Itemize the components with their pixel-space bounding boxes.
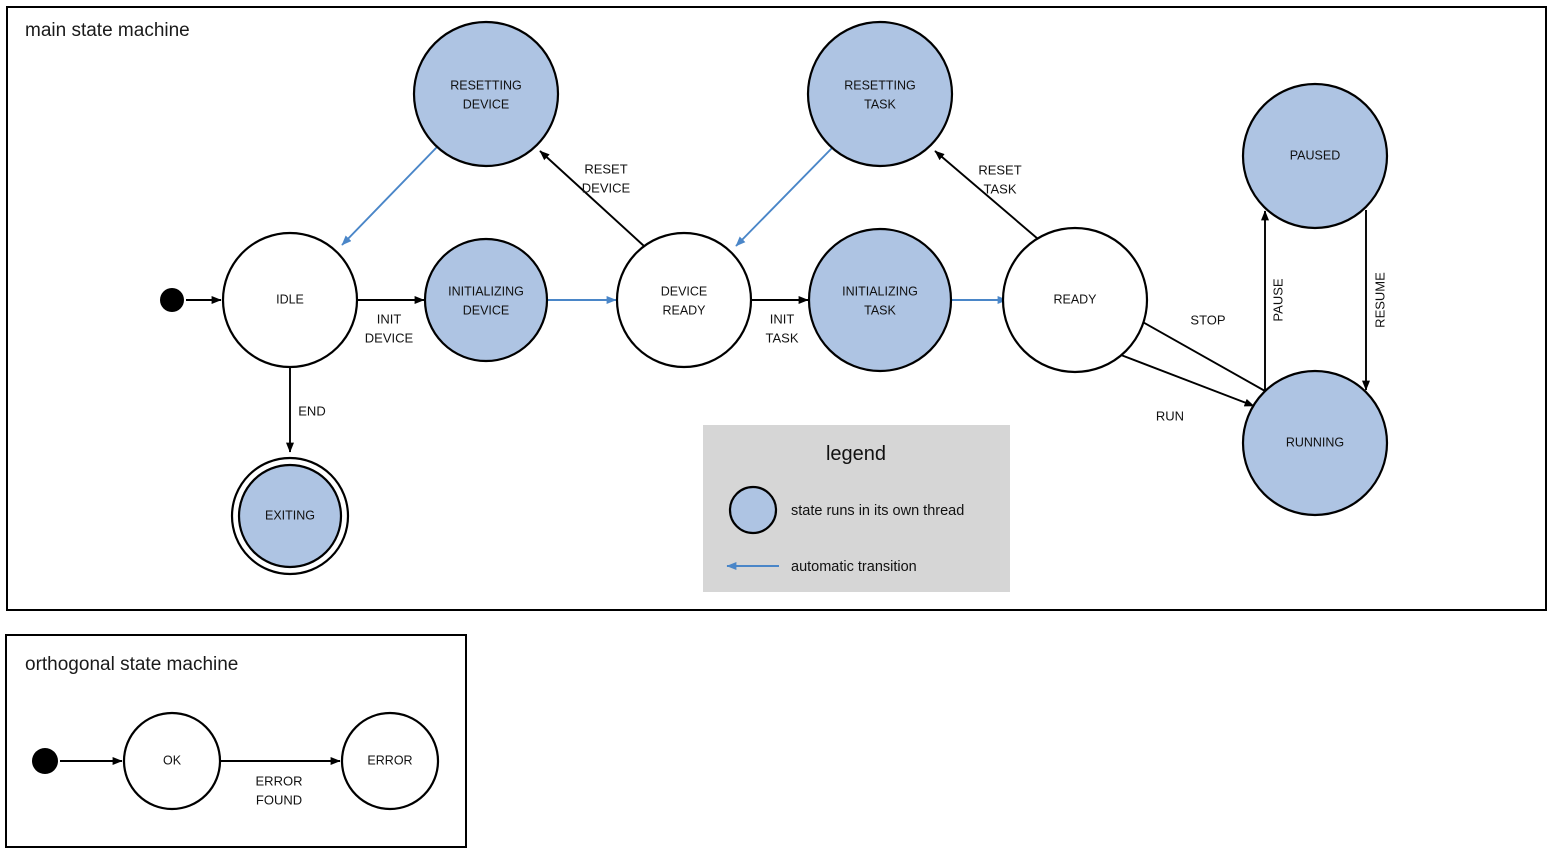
legend-automatic-transition-label: automatic transition	[791, 559, 917, 575]
edge-label-run: RUN	[1156, 408, 1184, 423]
edge-label-reset-device-1: RESET	[584, 161, 627, 176]
state-paused-label: PAUSED	[1290, 148, 1340, 162]
legend-threaded-state-icon	[728, 485, 778, 535]
edge-running-to-ready	[1124, 311, 1266, 392]
state-initializing-task-label-2: TASK	[864, 303, 896, 317]
state-exiting-label: EXITING	[265, 508, 315, 522]
edge-ready-to-resetting-task	[934, 150, 1039, 240]
state-initializing-device[interactable]	[423, 237, 549, 363]
edge-label-init-device-2: DEVICE	[365, 330, 414, 345]
state-idle[interactable]	[221, 231, 359, 369]
state-device-ready-label-1: DEVICE	[661, 284, 708, 298]
orthogonal-machine-frame	[5, 634, 467, 848]
edge-resetting-device-to-idle	[341, 146, 438, 246]
state-exiting[interactable]	[237, 463, 343, 569]
legend-threaded-state-label: state runs in its own thread	[791, 503, 964, 519]
state-idle-label: IDLE	[276, 292, 304, 306]
state-resetting-device[interactable]	[412, 20, 560, 168]
state-device-ready-label-2: READY	[662, 303, 706, 317]
edge-label-reset-task-2: TASK	[984, 181, 1017, 196]
state-resetting-task-label-2: TASK	[864, 97, 896, 111]
state-initializing-task[interactable]	[807, 227, 953, 373]
edge-label-error-found-2: FOUND	[256, 792, 302, 807]
state-error-label: ERROR	[367, 753, 412, 767]
state-initializing-task-label-1: INITIALIZING	[842, 284, 918, 298]
edge-label-pause: PAUSE	[1270, 278, 1285, 321]
state-resetting-task-label-1: RESETTING	[844, 78, 916, 92]
state-resetting-device-label-2: DEVICE	[463, 97, 510, 111]
state-ready[interactable]	[1001, 226, 1149, 374]
edge-label-end: END	[298, 403, 325, 418]
state-error[interactable]	[340, 711, 440, 811]
edge-label-reset-device-2: DEVICE	[582, 180, 631, 195]
state-resetting-device-label-1: RESETTING	[450, 78, 522, 92]
state-ready-label: READY	[1053, 292, 1097, 306]
state-running-label: RUNNING	[1286, 435, 1344, 449]
state-running[interactable]	[1241, 369, 1389, 517]
state-initializing-device-label-1: INITIALIZING	[448, 284, 524, 298]
edge-ready-to-running	[1120, 354, 1255, 407]
main-machine-title: main state machine	[25, 20, 190, 41]
edge-resetting-task-to-device-ready	[735, 147, 833, 247]
edge-label-error-found-1: ERROR	[256, 773, 303, 788]
legend-title: legend	[826, 443, 886, 465]
main-machine-frame	[6, 6, 1547, 611]
edge-label-init-task-2: TASK	[766, 330, 799, 345]
orthogonal-machine-title: orthogonal state machine	[25, 654, 238, 675]
edge-label-stop: STOP	[1190, 312, 1225, 327]
state-ok-label: OK	[163, 753, 182, 767]
edge-device-ready-to-resetting-device	[539, 150, 645, 247]
state-ok[interactable]	[122, 711, 222, 811]
edge-label-reset-task-1: RESET	[978, 162, 1021, 177]
initial-pseudostate-main	[160, 288, 184, 312]
state-resetting-task[interactable]	[806, 20, 954, 168]
edge-label-init-task-1: INIT	[770, 311, 795, 326]
state-device-ready[interactable]	[615, 231, 753, 369]
edge-label-init-device-1: INIT	[377, 311, 402, 326]
state-paused[interactable]	[1241, 82, 1389, 230]
state-initializing-device-label-2: DEVICE	[463, 303, 510, 317]
edge-label-resume: RESUME	[1372, 272, 1387, 328]
initial-pseudostate-orthogonal	[32, 748, 58, 774]
